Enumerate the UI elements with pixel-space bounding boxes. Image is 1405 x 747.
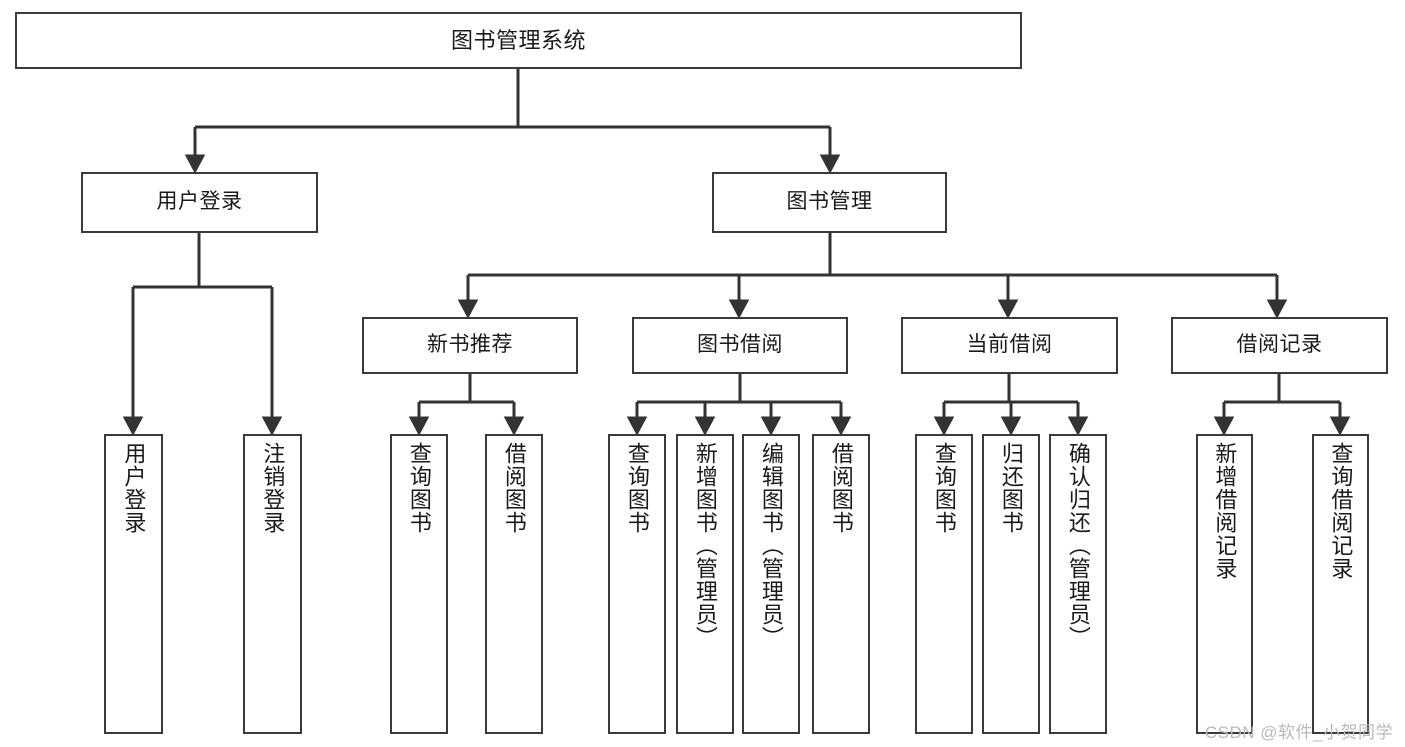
node-leaf-user-login[interactable]: 用户登录 <box>104 434 163 734</box>
node-leaf-query-book-3[interactable]: 查询图书 <box>915 434 973 734</box>
node-leaf-query-book-1[interactable]: 查询图书 <box>390 434 448 734</box>
node-leaf-query-book-2-label: 查询图书 <box>624 442 650 534</box>
node-borrow-record-label: 借阅记录 <box>1236 333 1323 357</box>
node-leaf-add-book-label: 新增图书（管理员） <box>692 442 718 649</box>
node-current-borrow-label: 当前借阅 <box>966 333 1053 357</box>
node-borrow-record[interactable]: 借阅记录 <box>1171 317 1388 374</box>
node-leaf-confirm-return[interactable]: 确认归还（管理员） <box>1049 434 1107 734</box>
node-leaf-add-borrow-record-label: 新增借阅记录 <box>1212 442 1238 580</box>
node-leaf-edit-book[interactable]: 编辑图书（管理员） <box>742 434 800 734</box>
node-root[interactable]: 图书管理系统 <box>15 12 1022 69</box>
node-root-label: 图书管理系统 <box>450 27 586 53</box>
node-leaf-return-book-label: 归还图书 <box>998 442 1024 534</box>
node-leaf-query-borrow-record-label: 查询借阅记录 <box>1328 442 1354 580</box>
node-leaf-query-book-3-label: 查询图书 <box>931 442 957 534</box>
node-user-login[interactable]: 用户登录 <box>81 172 318 233</box>
node-book-borrow-label: 图书借阅 <box>697 333 783 357</box>
node-book-borrow[interactable]: 图书借阅 <box>632 317 848 374</box>
node-leaf-return-book[interactable]: 归还图书 <box>982 434 1040 734</box>
node-user-login-label: 用户登录 <box>156 190 243 214</box>
node-book-management-label: 图书管理 <box>786 190 873 214</box>
node-leaf-confirm-return-label: 确认归还（管理员） <box>1065 442 1091 649</box>
node-leaf-query-book-2[interactable]: 查询图书 <box>608 434 666 734</box>
node-leaf-borrow-book-2[interactable]: 借阅图书 <box>812 434 870 734</box>
node-leaf-add-borrow-record[interactable]: 新增借阅记录 <box>1196 434 1253 734</box>
node-leaf-borrow-book-1[interactable]: 借阅图书 <box>485 434 543 734</box>
node-leaf-add-book[interactable]: 新增图书（管理员） <box>676 434 734 734</box>
node-current-borrow[interactable]: 当前借阅 <box>901 317 1118 374</box>
node-leaf-user-logout[interactable]: 注销登录 <box>243 434 302 734</box>
node-leaf-borrow-book-2-label: 借阅图书 <box>828 442 854 534</box>
node-leaf-user-login-label: 用户登录 <box>121 442 147 534</box>
node-leaf-query-book-1-label: 查询图书 <box>406 442 432 534</box>
node-leaf-query-borrow-record[interactable]: 查询借阅记录 <box>1312 434 1369 734</box>
node-book-management[interactable]: 图书管理 <box>712 172 947 233</box>
node-leaf-edit-book-label: 编辑图书（管理员） <box>758 442 784 649</box>
node-leaf-borrow-book-1-label: 借阅图书 <box>501 442 527 534</box>
node-leaf-user-logout-label: 注销登录 <box>260 442 286 534</box>
node-new-book-recommend-label: 新书推荐 <box>427 333 513 357</box>
node-new-book-recommend[interactable]: 新书推荐 <box>362 317 578 374</box>
watermark: CSDN @软件_小贺同学 <box>1204 723 1393 742</box>
